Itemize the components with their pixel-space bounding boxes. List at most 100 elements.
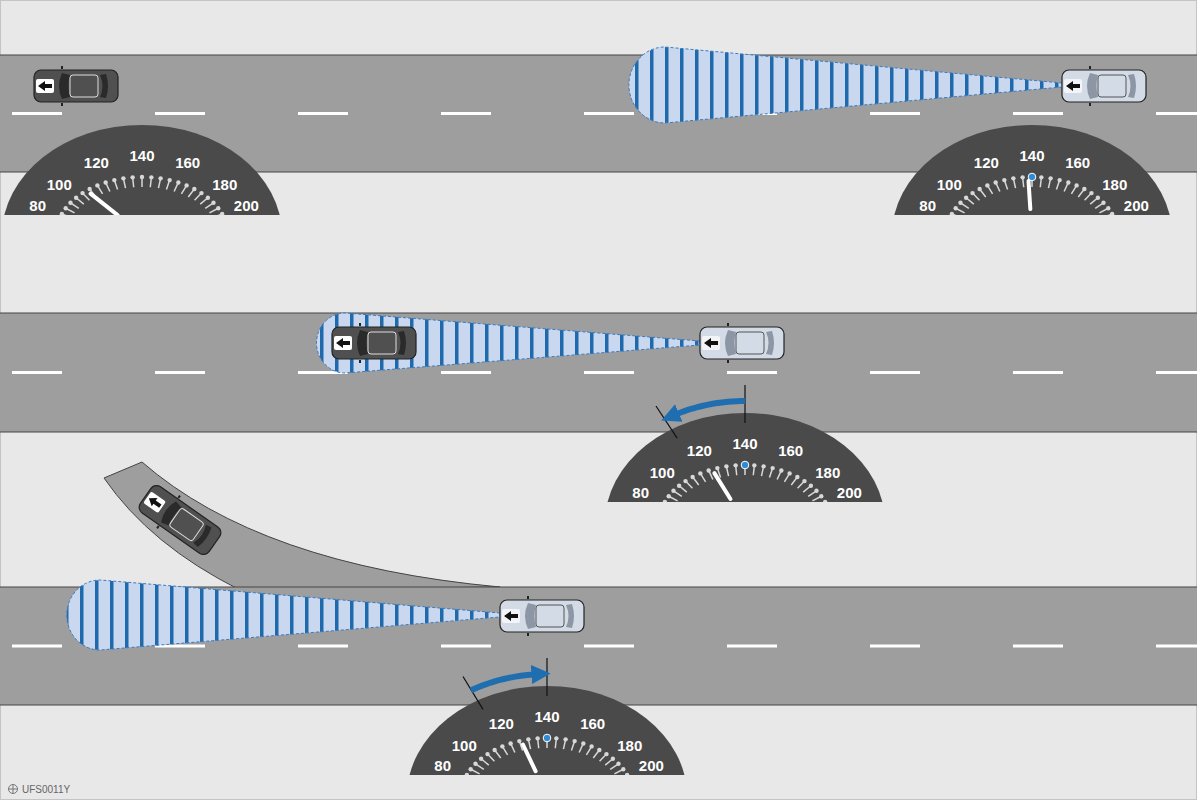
road-edge bbox=[0, 432, 1197, 433]
lane-dash bbox=[441, 371, 491, 374]
speed-number: 100 bbox=[937, 175, 962, 192]
tick-dot bbox=[625, 773, 629, 775]
tick-dot bbox=[667, 494, 671, 498]
speed-change-arrow bbox=[471, 674, 539, 690]
speed-number: 100 bbox=[452, 736, 477, 753]
road-edge bbox=[0, 313, 1197, 314]
tick-dot bbox=[597, 748, 601, 752]
lane-dash bbox=[870, 112, 920, 115]
tick-dot bbox=[103, 180, 107, 184]
tick-dot bbox=[112, 178, 116, 182]
tick-dot bbox=[589, 744, 593, 748]
tick-dot bbox=[1057, 178, 1061, 182]
speed-change-arrow bbox=[672, 401, 745, 416]
radar-beam bbox=[629, 47, 1062, 123]
speed-number: 100 bbox=[47, 175, 72, 192]
speed-number: 80 bbox=[919, 197, 936, 214]
tick-dot bbox=[1110, 212, 1114, 215]
lane-dash bbox=[12, 645, 62, 648]
tick-dot bbox=[1089, 191, 1093, 195]
exit-ramp bbox=[104, 462, 500, 590]
speed-number: 120 bbox=[84, 154, 109, 171]
car bbox=[332, 323, 416, 363]
marker-line bbox=[656, 406, 677, 438]
tick-dot bbox=[526, 737, 530, 741]
tick-dot bbox=[74, 196, 78, 200]
tick-dot bbox=[485, 752, 489, 756]
tick-dot bbox=[130, 175, 134, 179]
tick-dot bbox=[60, 212, 64, 215]
tick-dot bbox=[87, 187, 91, 191]
tick-dot bbox=[199, 191, 203, 195]
marker-line bbox=[463, 676, 483, 709]
speed-number: 120 bbox=[489, 715, 514, 732]
lane-dash bbox=[12, 371, 62, 374]
tick-dot bbox=[616, 762, 620, 766]
lane-dash bbox=[727, 645, 777, 648]
tick-dot bbox=[500, 744, 504, 748]
tick-dot bbox=[683, 479, 687, 483]
speed-number: 180 bbox=[212, 175, 237, 192]
tick-dot bbox=[823, 500, 827, 502]
lane-dash bbox=[1156, 645, 1197, 648]
tick-dot bbox=[149, 175, 153, 179]
tick-dot bbox=[770, 466, 774, 470]
speed-number: 200 bbox=[837, 484, 862, 501]
tick-dot bbox=[158, 176, 162, 180]
speed-number: 160 bbox=[580, 715, 605, 732]
speed-number: 160 bbox=[1065, 154, 1090, 171]
tick-dot bbox=[572, 739, 576, 743]
tick-dot bbox=[479, 757, 483, 761]
tick-dot bbox=[950, 212, 954, 215]
speed-number: 120 bbox=[687, 442, 712, 459]
speed-number: 140 bbox=[534, 708, 559, 725]
tick-dot bbox=[1011, 176, 1015, 180]
car bbox=[34, 66, 118, 106]
tick-dot bbox=[473, 762, 477, 766]
lane-dash bbox=[1156, 112, 1197, 115]
speed-number: 140 bbox=[732, 435, 757, 452]
needle bbox=[714, 473, 730, 499]
speed-number: 180 bbox=[815, 463, 840, 480]
tick-dot bbox=[581, 741, 585, 745]
tick-dot bbox=[535, 736, 539, 740]
tick-dot bbox=[1048, 176, 1052, 180]
lane-dash bbox=[1013, 645, 1063, 648]
car bbox=[1062, 66, 1146, 106]
lane-dash bbox=[1156, 371, 1197, 374]
speed-number: 120 bbox=[974, 154, 999, 171]
tick-dot bbox=[985, 183, 989, 187]
tick-dot bbox=[752, 463, 756, 467]
lane-dash bbox=[155, 112, 205, 115]
tick-dot bbox=[469, 767, 473, 771]
lane-dash bbox=[1013, 112, 1063, 115]
tick-dot bbox=[779, 468, 783, 472]
lane-dash bbox=[584, 371, 634, 374]
tick-dot bbox=[184, 183, 188, 187]
tick-dot bbox=[611, 757, 615, 761]
lane-dash bbox=[727, 371, 777, 374]
lane-dash bbox=[298, 645, 348, 648]
tick-dot bbox=[733, 463, 737, 467]
road bbox=[0, 313, 1197, 432]
tick-dot bbox=[795, 475, 799, 479]
tick-dot bbox=[819, 494, 823, 498]
needle bbox=[91, 194, 118, 215]
tick-dot bbox=[958, 201, 962, 205]
tick-dot bbox=[970, 191, 974, 195]
speed-number: 180 bbox=[617, 736, 642, 753]
set-speed-dot bbox=[741, 461, 749, 469]
tick-dot bbox=[604, 752, 608, 756]
tick-dot bbox=[814, 489, 818, 493]
road-edge bbox=[0, 55, 1197, 56]
speedometer bbox=[407, 686, 687, 775]
tick-dot bbox=[802, 479, 806, 483]
figure-code: UFS0011Y bbox=[22, 784, 70, 795]
tick-dot bbox=[206, 196, 210, 200]
tick-dot bbox=[95, 183, 99, 187]
marker-line bbox=[546, 658, 547, 696]
tick-dot bbox=[621, 767, 625, 771]
needle bbox=[1029, 181, 1031, 209]
